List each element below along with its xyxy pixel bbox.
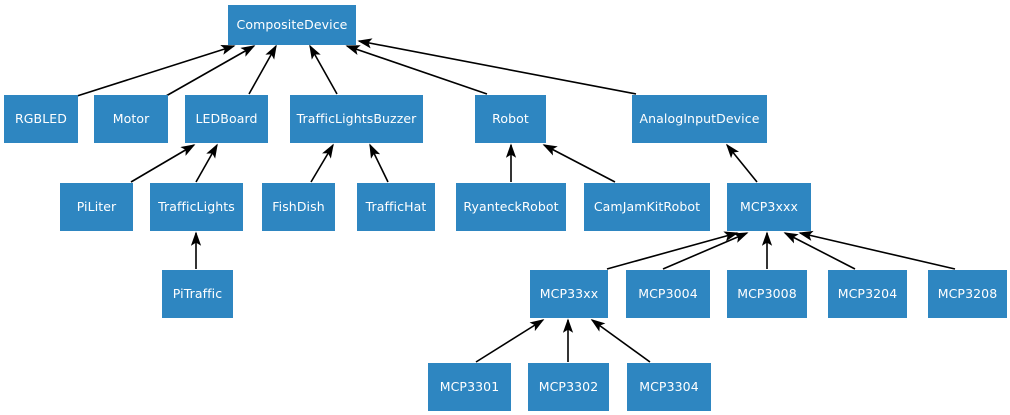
edge-mcp3204-to-mcp3xxx <box>783 232 856 270</box>
edge-traffichat-to-trafficlightsbuzzer <box>369 143 389 183</box>
node-ryanteckrobot[interactable]: RyanteckRobot <box>456 183 566 231</box>
edge-ledboard-to-compositedevice <box>248 44 277 95</box>
node-mcp3004[interactable]: MCP3004 <box>626 270 710 318</box>
edge-mcp3xxx-to-analoginputdevice <box>725 143 758 183</box>
edge-robot-to-compositedevice <box>345 45 488 95</box>
edge-trafficlightsbuzzer-to-compositedevice <box>309 44 338 95</box>
node-trafficlightsbuzzer[interactable]: TrafficLightsBuzzer <box>290 95 423 143</box>
edge-mcp33xx-to-mcp3xxx <box>606 231 739 270</box>
edge-mcp3301-to-mcp33xx <box>475 319 545 363</box>
node-mcp33xx[interactable]: MCP33xx <box>530 270 608 318</box>
node-mcp3204[interactable]: MCP3204 <box>828 270 907 318</box>
node-compositedevice[interactable]: CompositeDevice <box>228 5 356 45</box>
node-mcp3302[interactable]: MCP3302 <box>528 363 609 411</box>
node-trafficlights[interactable]: TrafficLights <box>150 183 243 231</box>
node-fishdish[interactable]: FishDish <box>262 183 335 231</box>
node-ledboard[interactable]: LEDBoard <box>185 95 268 143</box>
edge-trafficlights-to-ledboard <box>195 143 218 183</box>
node-traffichat[interactable]: TrafficHat <box>357 183 435 231</box>
node-mcp3008[interactable]: MCP3008 <box>727 270 807 318</box>
edge-fishdish-to-trafficlightsbuzzer <box>310 143 334 183</box>
node-camjamkitrobot[interactable]: CamJamKitRobot <box>584 183 710 231</box>
edge-mcp3208-to-mcp3xxx <box>798 230 956 270</box>
edge-mcp3004-to-mcp3xxx <box>662 232 749 270</box>
node-rgbled[interactable]: RGBLED <box>4 95 78 143</box>
edge-analoginputdevice-to-compositedevice <box>357 38 637 95</box>
node-motor[interactable]: Motor <box>94 95 168 143</box>
edge-camjamkitrobot-to-robot <box>542 144 616 183</box>
node-robot[interactable]: Robot <box>475 95 546 143</box>
node-mcp3208[interactable]: MCP3208 <box>928 270 1007 318</box>
edge-piliter-to-ledboard <box>130 144 196 183</box>
edge-rgbled-to-compositedevice <box>76 45 236 97</box>
node-mcp3301[interactable]: MCP3301 <box>428 363 511 411</box>
node-mcp3xxx[interactable]: MCP3xxx <box>727 183 811 231</box>
edge-mcp3304-to-mcp33xx <box>590 319 651 363</box>
node-mcp3304[interactable]: MCP3304 <box>627 363 711 411</box>
node-analoginputdevice[interactable]: AnalogInputDevice <box>632 95 767 143</box>
node-piliter[interactable]: PiLiter <box>60 183 133 231</box>
node-pitraffic[interactable]: PiTraffic <box>162 270 233 318</box>
edge-motor-to-compositedevice <box>165 45 256 97</box>
